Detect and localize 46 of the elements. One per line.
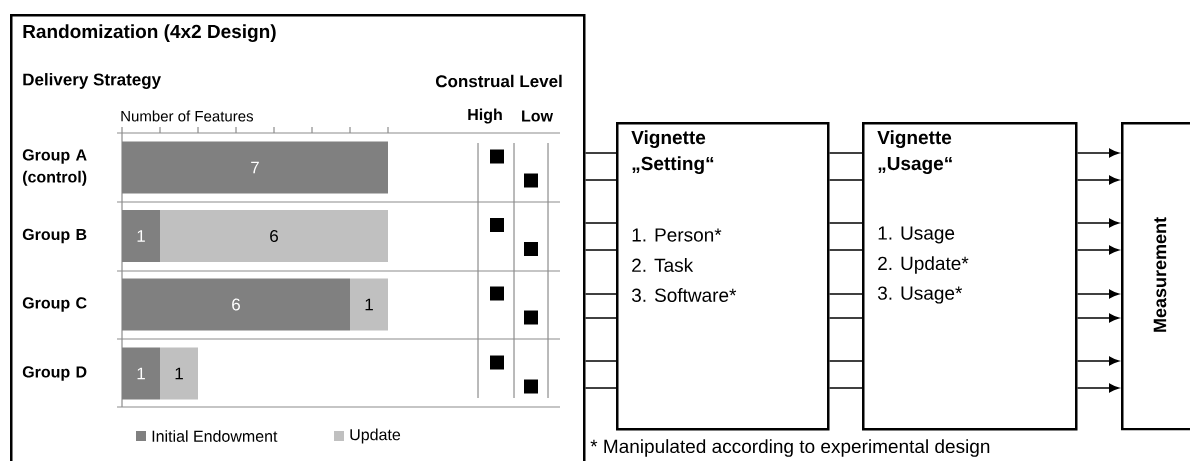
value-label: 1: [137, 230, 145, 242]
connector-line: [828, 293, 863, 295]
column-heading: High: [468, 108, 502, 124]
value-label: 1: [137, 367, 145, 380]
section-heading: Delivery Strategy: [23, 73, 161, 89]
arrow: [1076, 383, 1119, 393]
arrow: [1076, 175, 1119, 185]
category-label: Group C: [22, 297, 87, 312]
connector-line: [584, 317, 617, 319]
connector-line: [828, 387, 863, 389]
connector-line: [828, 249, 863, 251]
connector-line: [584, 387, 617, 389]
value-label: 6: [232, 298, 240, 311]
legend-label: Initial Endowment: [152, 430, 278, 442]
section-heading: Construal Level: [435, 74, 562, 88]
arrow: [1076, 245, 1119, 255]
category-label: Group B: [22, 228, 87, 244]
arrow: [1076, 148, 1119, 158]
connector-line: [828, 222, 863, 224]
value-label: 7: [251, 161, 259, 174]
connector-line: [584, 152, 617, 154]
vignette-box: Vignette „Usage“ 1. Usage 2. Update* 3. Usage*: [862, 122, 1078, 431]
column-heading: Low: [522, 110, 554, 122]
connector-line: [584, 249, 617, 251]
footnote: * Manipulated according to experimental design: [590, 439, 990, 457]
arrow: [1076, 218, 1119, 228]
arrow: [1076, 289, 1119, 299]
category-label: Group D: [22, 366, 87, 381]
connector-line: [828, 360, 863, 362]
arrow: [1076, 313, 1119, 323]
connector-line: [584, 179, 617, 181]
vignette-box: Vignette „Setting“ 1. Person* 2. Task 3. Software*: [616, 122, 830, 431]
arrow: [1076, 356, 1119, 366]
connector-line: [828, 317, 863, 319]
connector-line: [828, 179, 863, 181]
connector-line: [828, 152, 863, 154]
measurement-box: Measurement: [1121, 122, 1190, 431]
category-label: Group A (control): [22, 149, 87, 186]
connector-line: [584, 222, 617, 224]
connector-line: [584, 360, 617, 362]
axis-title: Number of Features: [121, 110, 253, 122]
value-label: 1: [365, 298, 373, 311]
value-label: 6: [270, 230, 278, 243]
connector-line: [584, 293, 617, 295]
value-label: 1: [175, 367, 183, 380]
legend-label: Update: [350, 428, 401, 444]
